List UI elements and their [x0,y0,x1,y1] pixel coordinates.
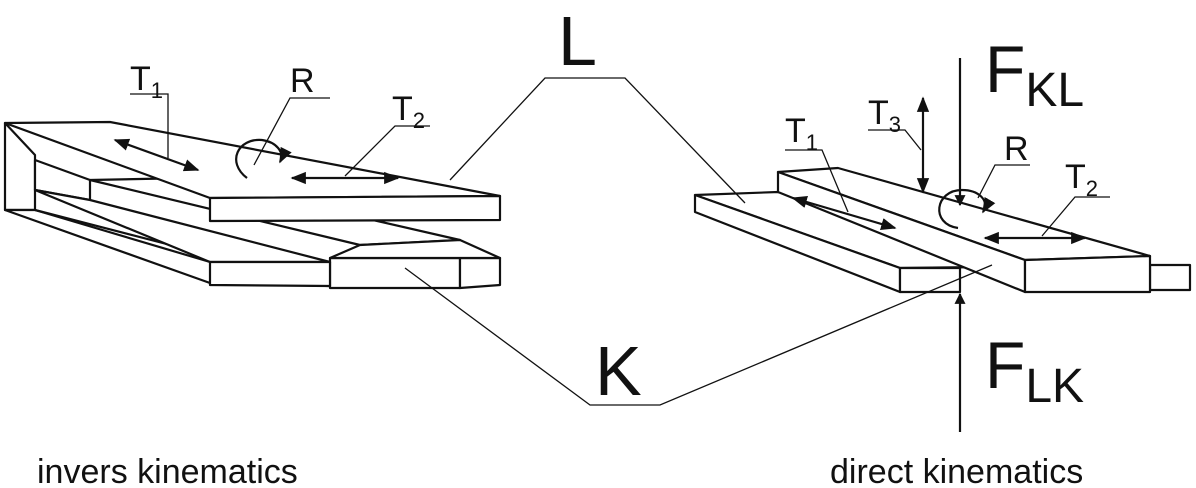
part-L-leader [449,77,746,204]
left-motion-arrows [113,93,430,185]
part-K-leader [404,264,993,406]
right-r-leader [977,164,1030,199]
right-label-t3: T3 [868,94,901,137]
right-label-r: R [1004,130,1029,168]
left-t1-arrow [113,138,200,172]
right-t1-leader [785,149,849,213]
left-t2-leader [344,125,430,177]
label-force-kl: FKL [985,32,1084,117]
left-label-t1: T1 [130,60,163,103]
right-t2-leader [1041,196,1110,237]
caption-direct-kinematics: direct kinematics [830,453,1083,488]
left-label-r: R [290,62,315,100]
text-labels: L K T1 R T2 T1 T3 R T2 FKL FLK invers ki… [37,2,1098,488]
inverse-kinematics-assembly [3,93,502,290]
left-r-leader [253,97,330,166]
right-motion-arrows [785,58,1110,432]
label-force-lk: FLK [985,328,1084,413]
right-label-t2: T2 [1065,158,1098,201]
right-t3-leader [868,129,922,151]
caption-inverse-kinematics: invers kinematics [37,453,298,488]
right-t1-arrow [791,196,897,230]
left-r-arrow [235,138,292,179]
left-label-t2: T2 [392,90,425,133]
label-part-K: K [595,332,642,410]
label-part-L: L [558,2,597,80]
left-t1-leader [130,93,169,158]
right-r-arrow [938,188,996,230]
left-frame-L [3,120,502,288]
right-label-t1: T1 [785,112,818,155]
direct-kinematics-assembly [693,58,1192,432]
